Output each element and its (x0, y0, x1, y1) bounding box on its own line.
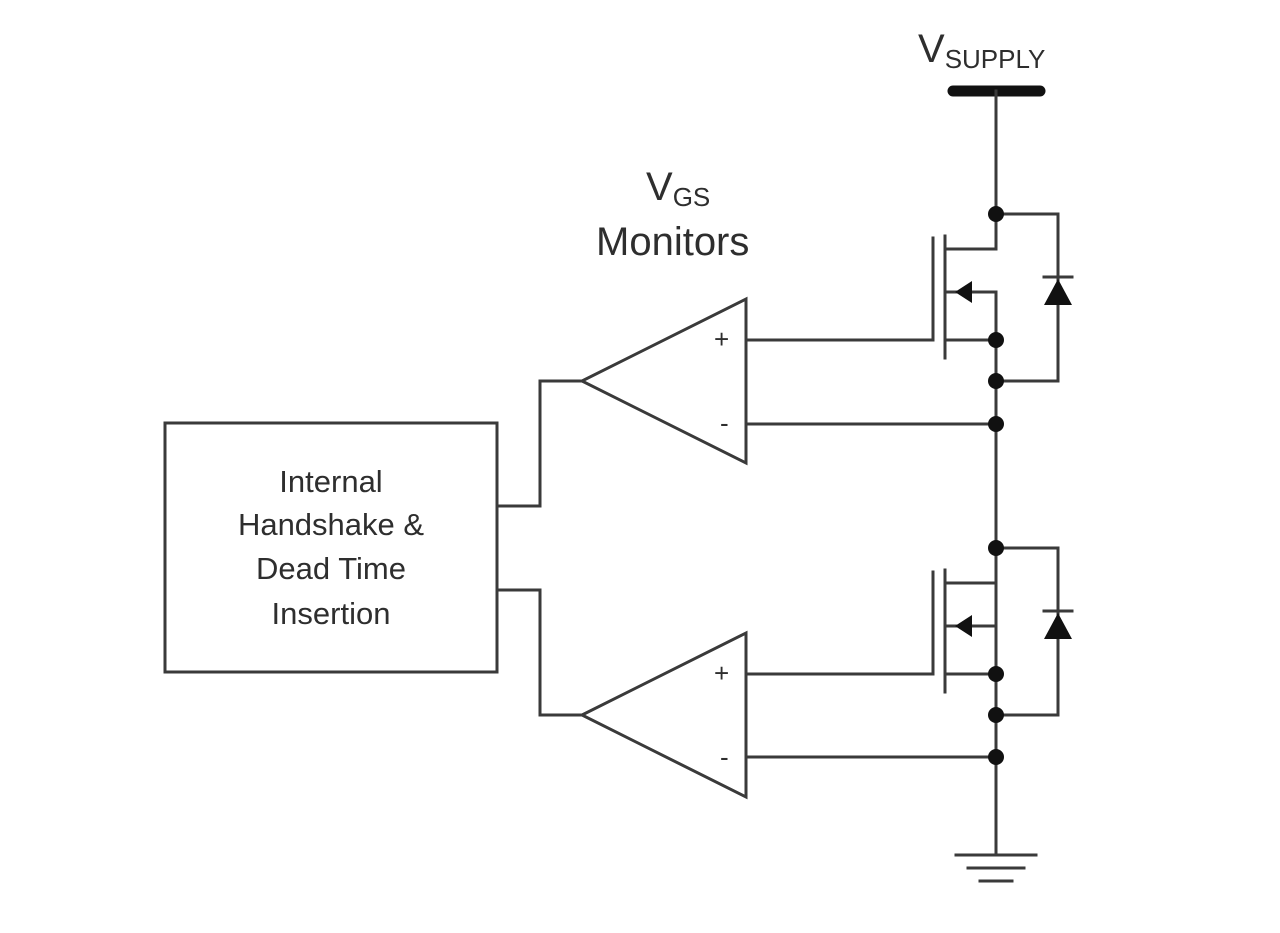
block-line-1: Internal (279, 464, 382, 499)
supply-label: VSUPPLY (918, 27, 1045, 74)
lower-comparator-minus: - (720, 742, 729, 772)
upper-comparator-minus: - (720, 408, 729, 438)
lower-mosfet (931, 546, 998, 857)
upper-comparator-plus: + (714, 324, 729, 354)
block-line-2: Handshake & (238, 507, 424, 542)
ground-icon (954, 853, 1038, 883)
wire-block-to-upper-comparator (495, 379, 584, 508)
block-line-3: Dead Time (256, 551, 406, 586)
upper-gate-lead (891, 236, 935, 342)
junction-dots (988, 206, 1004, 765)
lower-comparator (578, 630, 748, 800)
monitors-label-line1: VGS (646, 165, 710, 212)
upper-body-diode (994, 212, 1074, 383)
control-block (163, 421, 499, 674)
lower-comparator-plus: + (714, 658, 729, 688)
upper-comparator (578, 296, 748, 466)
block-line-4: Insertion (272, 596, 391, 631)
monitors-label-line2: Monitors (596, 220, 749, 264)
wire-block-to-lower-comparator (495, 588, 584, 717)
lower-body-diode (994, 546, 1074, 717)
